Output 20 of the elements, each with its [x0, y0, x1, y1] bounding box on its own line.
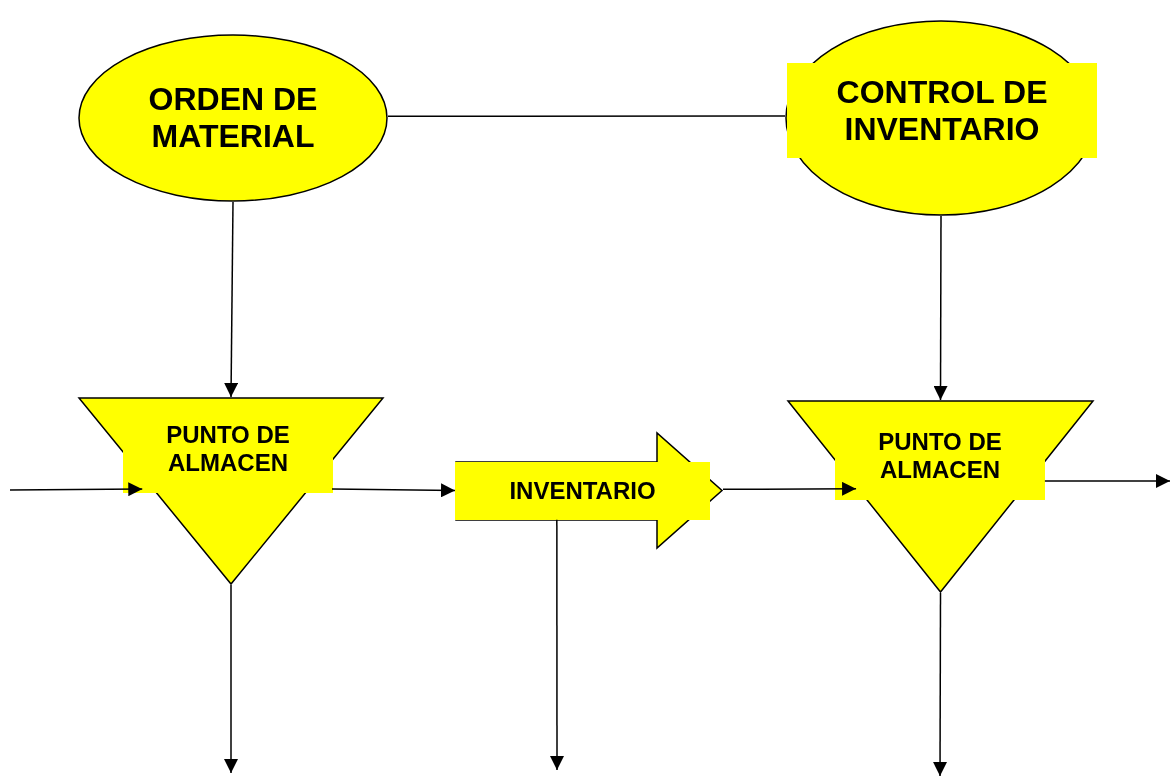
arrow: [722, 481, 857, 496]
arrow: [9, 482, 143, 497]
connector-line: [387, 115, 786, 118]
arrow-shape: [455, 432, 723, 549]
arrow: [933, 592, 948, 777]
storage-triangle: [787, 400, 1094, 593]
arrow: [933, 215, 948, 401]
arrow: [1044, 474, 1171, 488]
arrow: [331, 483, 456, 498]
node-label: ORDEN DE MATERIAL: [147, 81, 319, 155]
node-label: CONTROL DE INVENTARIO: [835, 73, 1049, 148]
storage-triangle: [78, 397, 384, 585]
arrow: [224, 584, 238, 774]
ellipse-node: [78, 34, 388, 202]
ellipse-node: [785, 20, 1097, 216]
arrow: [550, 519, 564, 771]
node-label: INVENTARIO: [509, 477, 656, 505]
arrow: [224, 201, 239, 398]
node-label: PUNTO DE ALMACEN: [877, 428, 1003, 484]
node-label: PUNTO DE ALMACEN: [165, 421, 291, 477]
